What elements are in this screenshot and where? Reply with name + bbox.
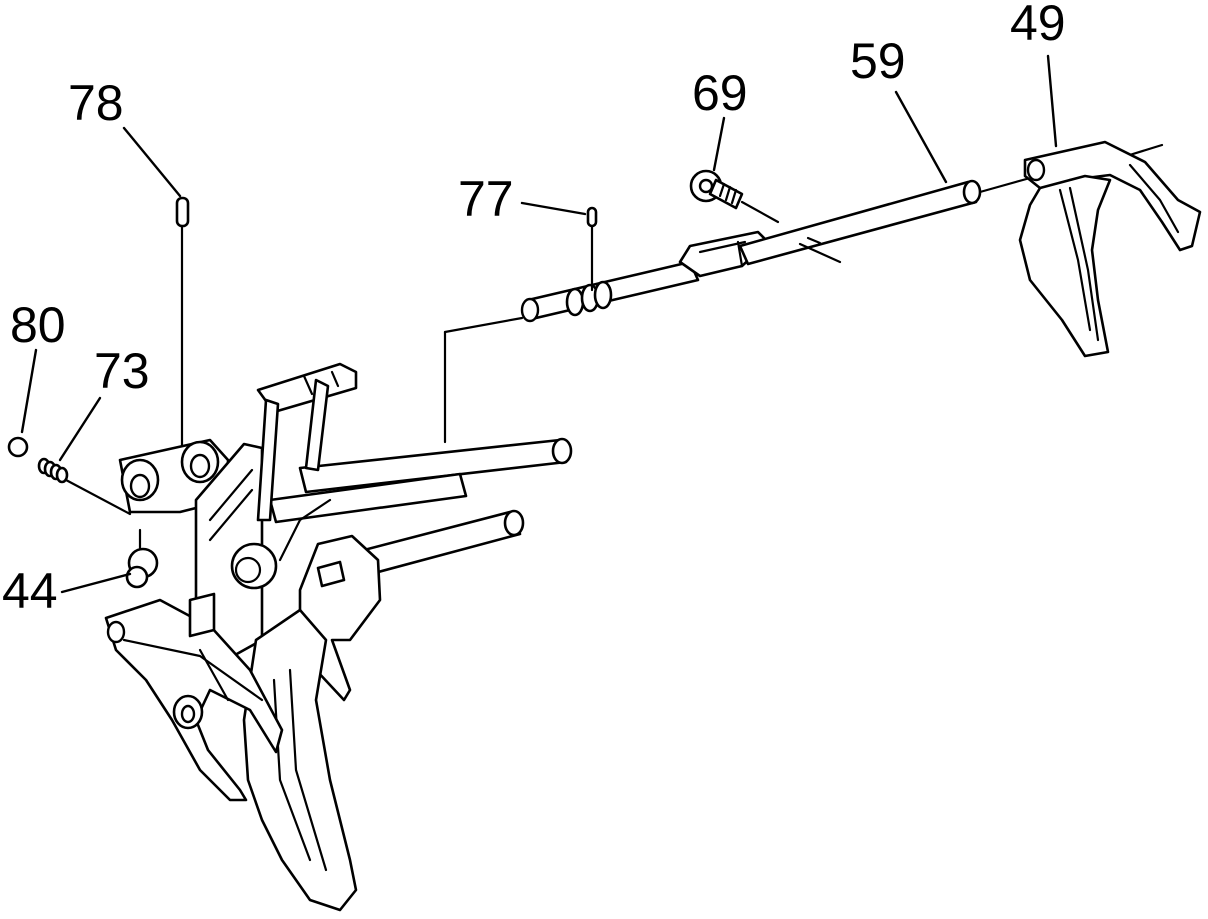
shift-fork-49: [1018, 140, 1202, 358]
roll-pin-78: [175, 196, 190, 452]
leader-77: [520, 201, 587, 216]
callout-69: 69: [692, 65, 748, 121]
leader-49: [1046, 54, 1058, 148]
roll-pin-77: [586, 206, 598, 292]
callout-59: 59: [850, 33, 906, 89]
leader-69: [712, 116, 726, 172]
leader-59: [894, 90, 948, 184]
leader-78: [122, 126, 182, 198]
leader-44: [60, 572, 132, 594]
callout-44: 44: [2, 563, 58, 619]
callout-80: 80: [10, 297, 66, 353]
callout-73: 73: [94, 343, 150, 399]
shift-fork-assembly: [104, 362, 573, 912]
detent-ball-80: [7, 436, 29, 458]
callout-78: 78: [68, 75, 124, 131]
callout-77: 77: [458, 171, 514, 227]
leader-73: [58, 396, 102, 462]
callout-49: 49: [1010, 0, 1066, 51]
leader-80: [20, 348, 38, 434]
shift-rail-59: [443, 143, 1164, 444]
detent-spring-73: [37, 457, 132, 516]
interlock-pin-44: [125, 528, 159, 589]
bolt-69: [689, 169, 780, 224]
